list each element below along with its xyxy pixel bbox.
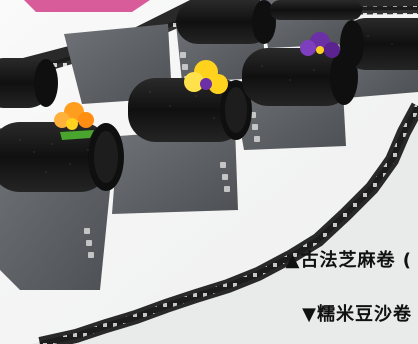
speckles <box>19 35 393 173</box>
roll-2 <box>128 78 246 142</box>
pink-band <box>24 0 150 12</box>
roll-5 <box>176 0 272 44</box>
flower-purple <box>300 32 340 58</box>
roll-1 <box>0 122 110 192</box>
sheet-2 <box>112 128 238 214</box>
film-border-right <box>30 105 418 344</box>
caption-sesame-roll: ▲古法芝麻卷 ( <box>285 250 412 271</box>
flower-yellow <box>184 60 228 94</box>
roll-3 <box>242 48 352 106</box>
roll-7 <box>270 0 362 20</box>
black-rolls <box>0 0 418 192</box>
caption-red-bean-roll: ▼糯米豆沙卷 <box>302 304 412 325</box>
flower-orange <box>54 102 94 140</box>
